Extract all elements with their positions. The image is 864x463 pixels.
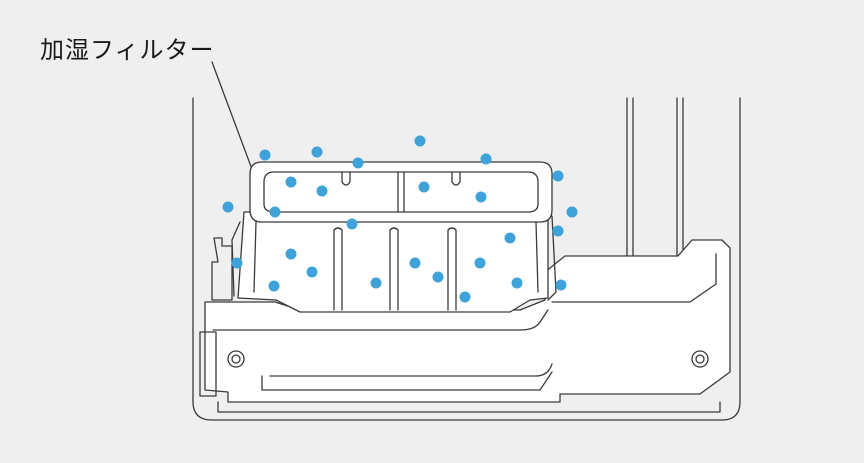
mist-droplet [418, 181, 430, 193]
mist-droplet [552, 225, 564, 237]
mist-droplet [306, 266, 318, 278]
mist-droplet [409, 257, 421, 269]
mist-droplet [474, 257, 486, 269]
mist-droplet [555, 279, 567, 291]
mist-droplet [268, 280, 280, 292]
mist-droplet [231, 257, 243, 269]
filter-ribs [333, 227, 457, 311]
mist-droplet [566, 206, 578, 218]
mist-droplet [432, 271, 444, 283]
housing-inner-line [217, 401, 721, 413]
mist-droplet [346, 218, 358, 230]
tray-left-wall [199, 331, 217, 397]
tray-channel-inner [269, 363, 553, 377]
filter-divider [397, 171, 405, 213]
mist-droplet [269, 206, 281, 218]
filter-frame-right-edge [547, 215, 557, 301]
mist-droplet [504, 232, 516, 244]
mist-droplet [352, 157, 364, 169]
mist-droplets [222, 135, 578, 303]
mist-droplet [285, 248, 297, 260]
tray-inner-rail [212, 309, 549, 331]
humidifying-filter-label: 加湿フィルター [40, 36, 215, 64]
screw-left [227, 350, 245, 368]
mist-droplet [475, 191, 487, 203]
water-tank-inner [632, 97, 678, 279]
screw-right [691, 350, 709, 368]
left-bracket [211, 237, 233, 301]
mist-droplet [459, 291, 471, 303]
housing-outline [192, 97, 741, 421]
mist-droplet [259, 149, 271, 161]
filter-frame [237, 211, 549, 313]
filter-rim-inner [263, 171, 539, 213]
mist-droplet [316, 185, 328, 197]
filter-frame-inner [253, 221, 539, 293]
mist-droplet [370, 277, 382, 289]
tray-base [204, 239, 731, 403]
tray-step-line [551, 253, 717, 303]
mist-droplet [222, 201, 234, 213]
filter-notches [341, 171, 461, 186]
tray-channel [261, 371, 553, 391]
filter-frame-left-edge [231, 221, 241, 297]
mist-droplet [480, 153, 492, 165]
mist-droplet [552, 170, 564, 182]
mist-droplet [311, 146, 323, 158]
mist-droplet [511, 277, 523, 289]
mist-droplet [414, 135, 426, 147]
mist-droplet [285, 176, 297, 188]
